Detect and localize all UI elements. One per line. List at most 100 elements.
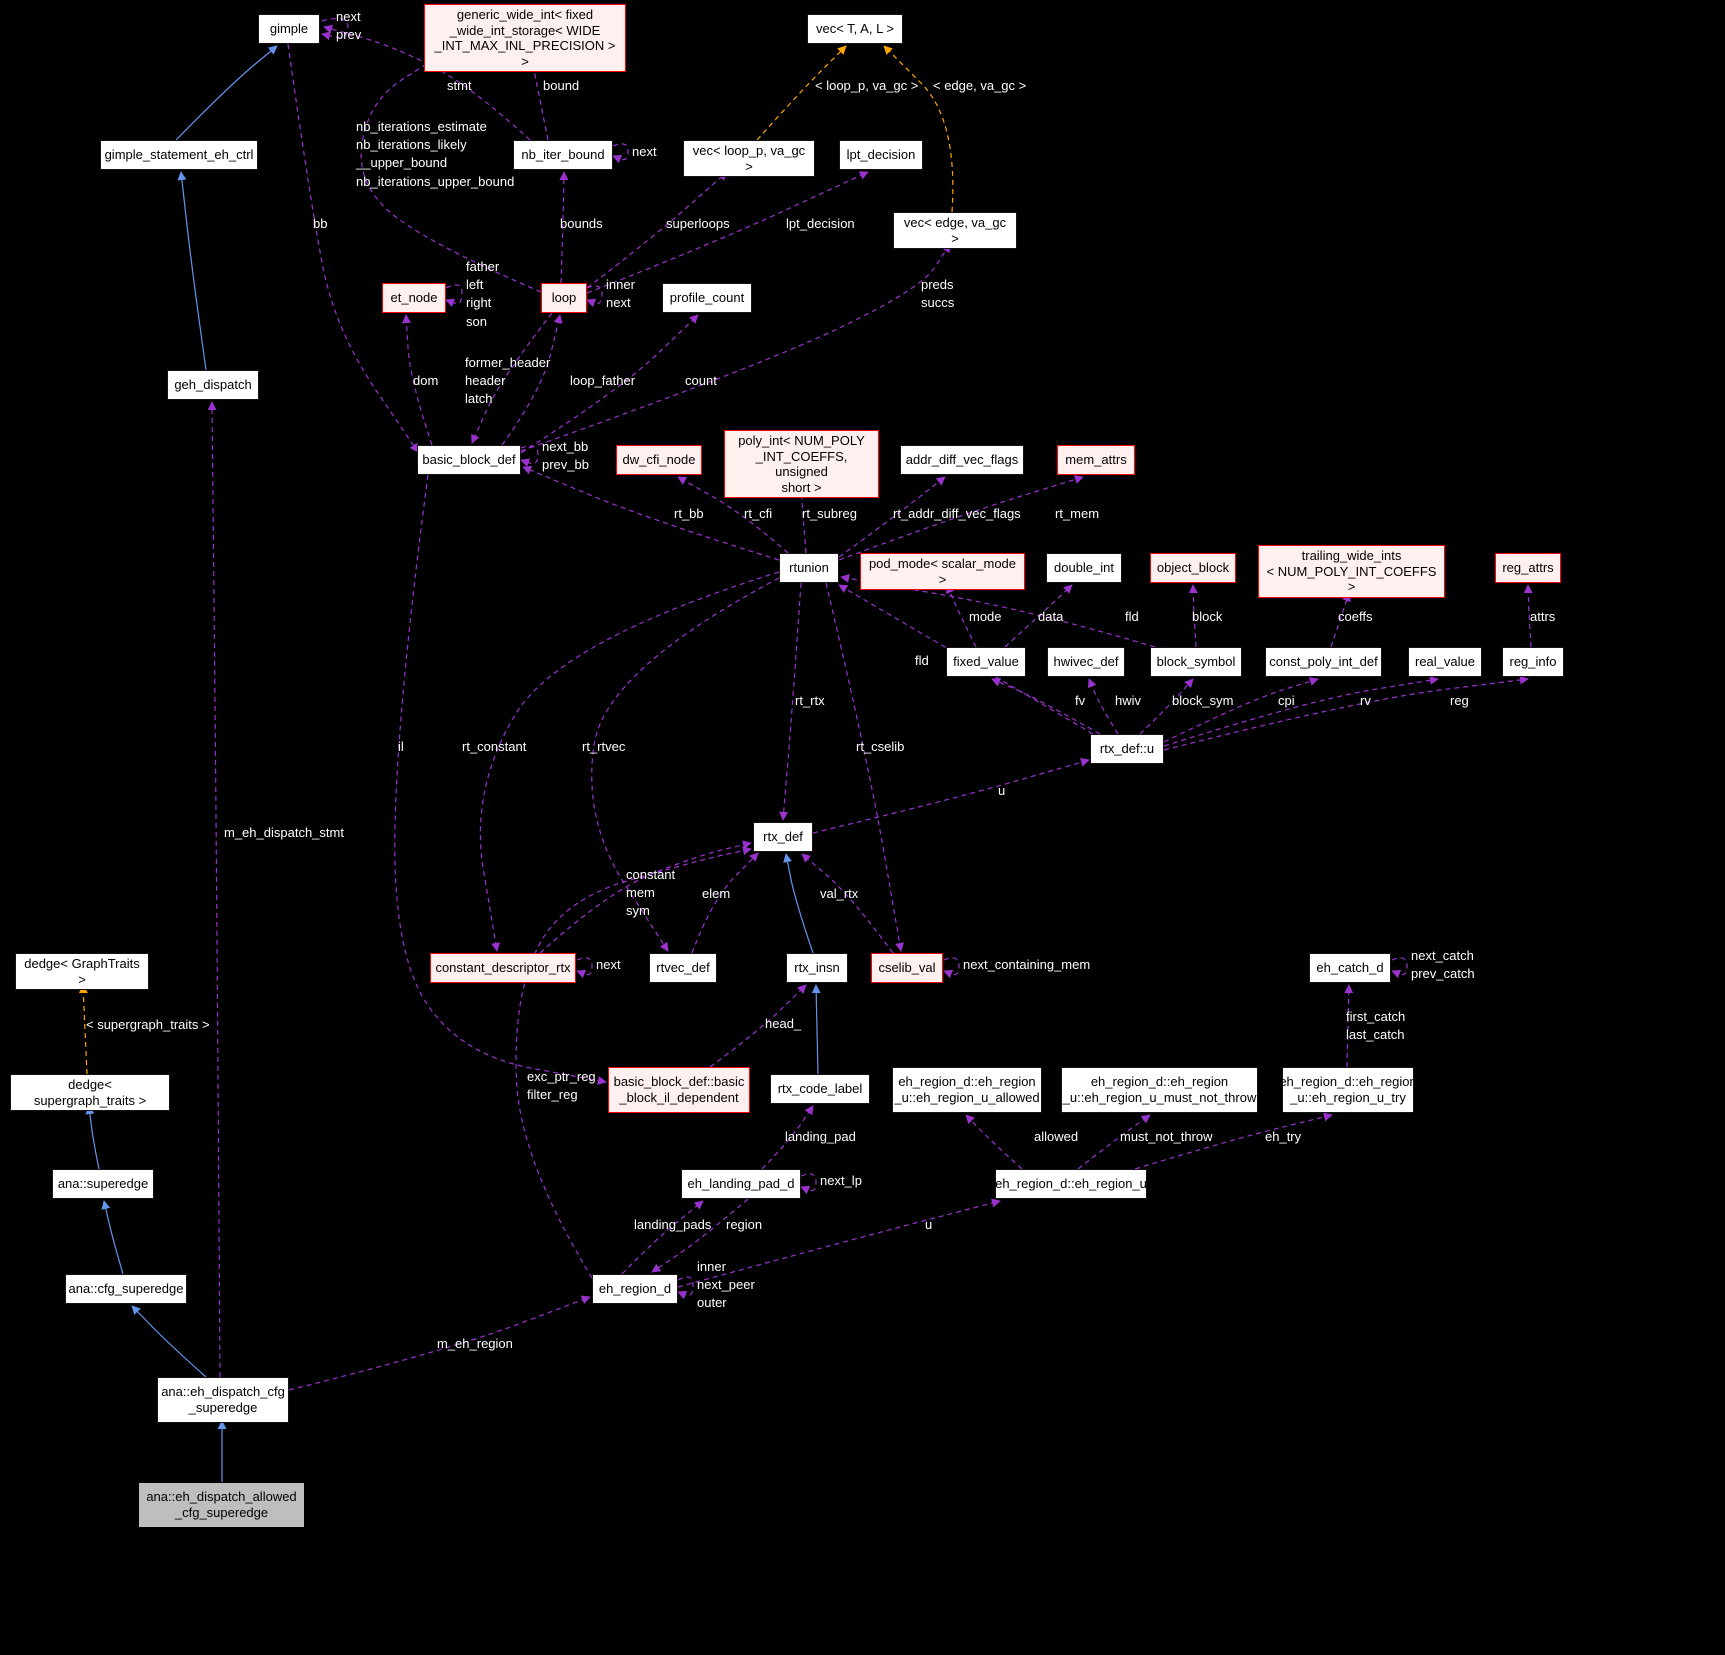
edge-label-rtx_def--rtx_def_u: u	[998, 783, 1006, 798]
edge-use-basic_block_def--bbd_il_dependent	[394, 474, 607, 1085]
node-rtx_def_u[interactable]: rtx_def::u	[1090, 734, 1164, 764]
edge-use-ana_eh_dispatch_cfg_superedge--geh_dispatch	[207, 401, 221, 1378]
edge-inherit-ana_eh_dispatch_cfg_superedge--ana_cfg_superedge	[131, 1305, 207, 1378]
edge-label-vec_edge--vec_t_a_l: < edge, va_gc >	[933, 78, 1027, 93]
node-dedge_graphtraits[interactable]: dedge< GraphTraits >	[15, 953, 149, 991]
node-basic_block_def[interactable]: basic_block_def	[417, 445, 521, 475]
node-bbd_il_dependent[interactable]: basic_block_def::basic _block_il_depende…	[608, 1067, 750, 1113]
edge-use-rtunion--addr_diff_vec_flags	[838, 476, 946, 558]
edge-use-eh_landing_pad_d--rtx_code_label	[761, 1105, 814, 1170]
node-vec_loop_p[interactable]: vec< loop_p, va_gc >	[683, 140, 815, 178]
edge-template-dedge_supergraph--dedge_graphtraits	[78, 984, 88, 1075]
node-const_poly_int_def[interactable]: const_poly_int_def	[1265, 647, 1382, 677]
node-generic_wide_int[interactable]: generic_wide_int< fixed _wide_int_storag…	[424, 4, 626, 73]
node-ana_eh_dispatch_cfg_superedge[interactable]: ana::eh_dispatch_cfg _superedge	[157, 1377, 289, 1423]
node-object_block[interactable]: object_block	[1150, 553, 1236, 583]
edge-label-et_node--et_node: father left right son	[466, 259, 500, 329]
edge-use-eh_region_d--eh_region_d_eh_region_u	[677, 1198, 1001, 1288]
node-cselib_val[interactable]: cselib_val	[871, 953, 943, 983]
edge-use-block_symbol--rtunion	[840, 573, 1156, 648]
node-trailing_wide_ints[interactable]: trailing_wide_ints < NUM_POLY_INT_COEFFS…	[1258, 545, 1445, 598]
node-rtunion[interactable]: rtunion	[779, 553, 839, 583]
node-loop[interactable]: loop	[541, 283, 587, 313]
edge-use-loop--basic_block_def	[471, 312, 553, 444]
edge-label-eh_catch_d--eh_catch_d: next_catch prev_catch	[1411, 948, 1475, 982]
node-mem_attrs[interactable]: mem_attrs	[1057, 445, 1135, 475]
edge-label-rtunion--dw_cfi_node: rt_cfi	[744, 506, 773, 521]
node-rtx_def[interactable]: rtx_def	[753, 822, 813, 852]
node-gimple_statement_eh_ctrl[interactable]: gimple_statement_eh_ctrl	[100, 140, 258, 170]
edge-use-loop--nb_iter_bound	[559, 171, 569, 284]
edge-label-eh_landing_pad_d--eh_landing_pad_d: next_lp	[820, 1173, 862, 1188]
node-real_value[interactable]: real_value	[1408, 647, 1482, 677]
edge-label-basic_block_def--bbd_il_dependent: il	[398, 739, 404, 754]
edge-label-block_symbol--rtunion: fld	[1125, 609, 1139, 624]
node-ana_cfg_superedge[interactable]: ana::cfg_superedge	[65, 1274, 187, 1304]
node-ana_eh_dispatch_allowed[interactable]: ana::eh_dispatch_allowed _cfg_superedge	[138, 1482, 305, 1528]
node-addr_diff_vec_flags[interactable]: addr_diff_vec_flags	[900, 445, 1024, 475]
node-geh_dispatch[interactable]: geh_dispatch	[167, 370, 259, 400]
node-eh_region_u_mnt[interactable]: eh_region_d::eh_region _u::eh_region_u_m…	[1061, 1067, 1258, 1113]
node-eh_region_d_eh_region_u[interactable]: eh_region_d::eh_region_u	[995, 1169, 1147, 1199]
node-dedge_supergraph[interactable]: dedge< supergraph_traits >	[10, 1074, 170, 1112]
edge-template-vec_edge--vec_t_a_l	[883, 45, 954, 213]
edge-label-loop--basic_block_def: former_header header latch	[465, 355, 551, 407]
node-reg_attrs[interactable]: reg_attrs	[1495, 553, 1561, 583]
edge-use-gimple--basic_block_def	[287, 43, 419, 453]
node-eh_catch_d[interactable]: eh_catch_d	[1309, 953, 1391, 983]
node-rtx_code_label[interactable]: rtx_code_label	[770, 1074, 870, 1104]
edge-label-eh_region_d_eh_region_u--eh_region_u_try: eh_try	[1265, 1129, 1302, 1144]
node-fixed_value[interactable]: fixed_value	[946, 647, 1026, 677]
node-pod_mode[interactable]: pod_mode< scalar_mode >	[860, 553, 1025, 591]
node-eh_region_u_try[interactable]: eh_region_d::eh_region _u::eh_region_u_t…	[1279, 1067, 1417, 1113]
edge-label-eh_region_d--eh_region_d: inner next_peer outer	[697, 1259, 755, 1311]
edge-label-cselib_val--cselib_val: next_containing_mem	[963, 957, 1091, 972]
edge-use-rtunion--rtvec_def	[591, 577, 780, 952]
node-ana_superedge[interactable]: ana::superedge	[52, 1169, 154, 1199]
edge-use-rtvec_def--rtx_def	[691, 852, 759, 954]
node-vec_t_a_l[interactable]: vec< T, A, L >	[807, 14, 903, 44]
node-hwivec_def[interactable]: hwivec_def	[1047, 647, 1125, 677]
edge-use-rtx_def_u--real_value	[1163, 675, 1439, 747]
node-reg_info[interactable]: reg_info	[1502, 647, 1564, 677]
edge-use-basic_block_def--basic_block_def	[520, 445, 539, 467]
edge-use-eh_landing_pad_d--eh_region_d	[651, 1198, 749, 1273]
node-block_symbol[interactable]: block_symbol	[1150, 647, 1242, 677]
edge-label-rtunion--mem_attrs: rt_mem	[1055, 506, 1100, 521]
node-rtvec_def[interactable]: rtvec_def	[649, 953, 717, 983]
node-dw_cfi_node[interactable]: dw_cfi_node	[616, 445, 702, 475]
edge-label-loop--loop: inner next	[606, 277, 635, 311]
node-eh_region_u_allowed[interactable]: eh_region_d::eh_region _u::eh_region_u_a…	[892, 1067, 1042, 1113]
node-poly_int[interactable]: poly_int< NUM_POLY _INT_COEFFS, unsigned…	[724, 430, 879, 499]
edge-label-eh_region_d--eh_region_d_eh_region_u: u	[925, 1217, 933, 1232]
edge-label-rtx_def_u--block_symbol: block_sym	[1172, 693, 1234, 708]
edge-label-vec_loop_p--vec_t_a_l: < loop_p, va_gc >	[815, 78, 919, 93]
node-rtx_insn[interactable]: rtx_insn	[786, 953, 848, 983]
node-constant_descriptor_rtx[interactable]: constant_descriptor_rtx	[430, 953, 576, 983]
node-et_node[interactable]: et_node	[382, 283, 446, 313]
edge-use-rtx_def--rtx_def_u	[812, 757, 1090, 834]
edge-label-eh_region_d_eh_region_u--eh_region_u_allowed: allowed	[1034, 1129, 1079, 1144]
edge-label-rtunion--basic_block_def: rt_bb	[674, 506, 704, 521]
edge-label-nb_iter_bound--generic_wide_int: bound	[543, 78, 580, 93]
node-double_int[interactable]: double_int	[1046, 553, 1122, 583]
node-eh_region_d[interactable]: eh_region_d	[592, 1274, 678, 1304]
edge-label-basic_block_def--loop: loop_father	[570, 373, 636, 388]
edge-use-rtx_def_u--reg_info	[1163, 675, 1529, 751]
node-profile_count[interactable]: profile_count	[662, 283, 752, 313]
edge-label-rtx_def_u--const_poly_int_def: cpi	[1278, 693, 1295, 708]
edge-use-const_poly_int_def--trailing_wide_ints	[1330, 592, 1351, 648]
edge-label-rtx_def_u--fixed_value: fv	[1075, 693, 1086, 708]
edge-label-bbd_il_dependent--rtx_insn: head_	[765, 1016, 802, 1031]
edge-use-fixed_value--double_int	[1004, 584, 1073, 648]
node-nb_iter_bound[interactable]: nb_iter_bound	[513, 140, 613, 170]
node-eh_landing_pad_d[interactable]: eh_landing_pad_d	[681, 1169, 801, 1199]
edge-use-rtx_def_u--const_poly_int_def	[1163, 677, 1319, 743]
edge-label-eh_region_d--eh_landing_pad_d: landing_pads	[634, 1217, 712, 1232]
node-lpt_decision[interactable]: lpt_decision	[839, 140, 923, 170]
node-vec_edge[interactable]: vec< edge, va_gc >	[893, 212, 1017, 250]
edge-use-constant_descriptor_rtx--constant_descriptor_rtx	[576, 957, 593, 979]
edge-use-ana_eh_dispatch_cfg_superedge--eh_region_d	[288, 1295, 591, 1391]
node-gimple[interactable]: gimple	[258, 14, 320, 44]
